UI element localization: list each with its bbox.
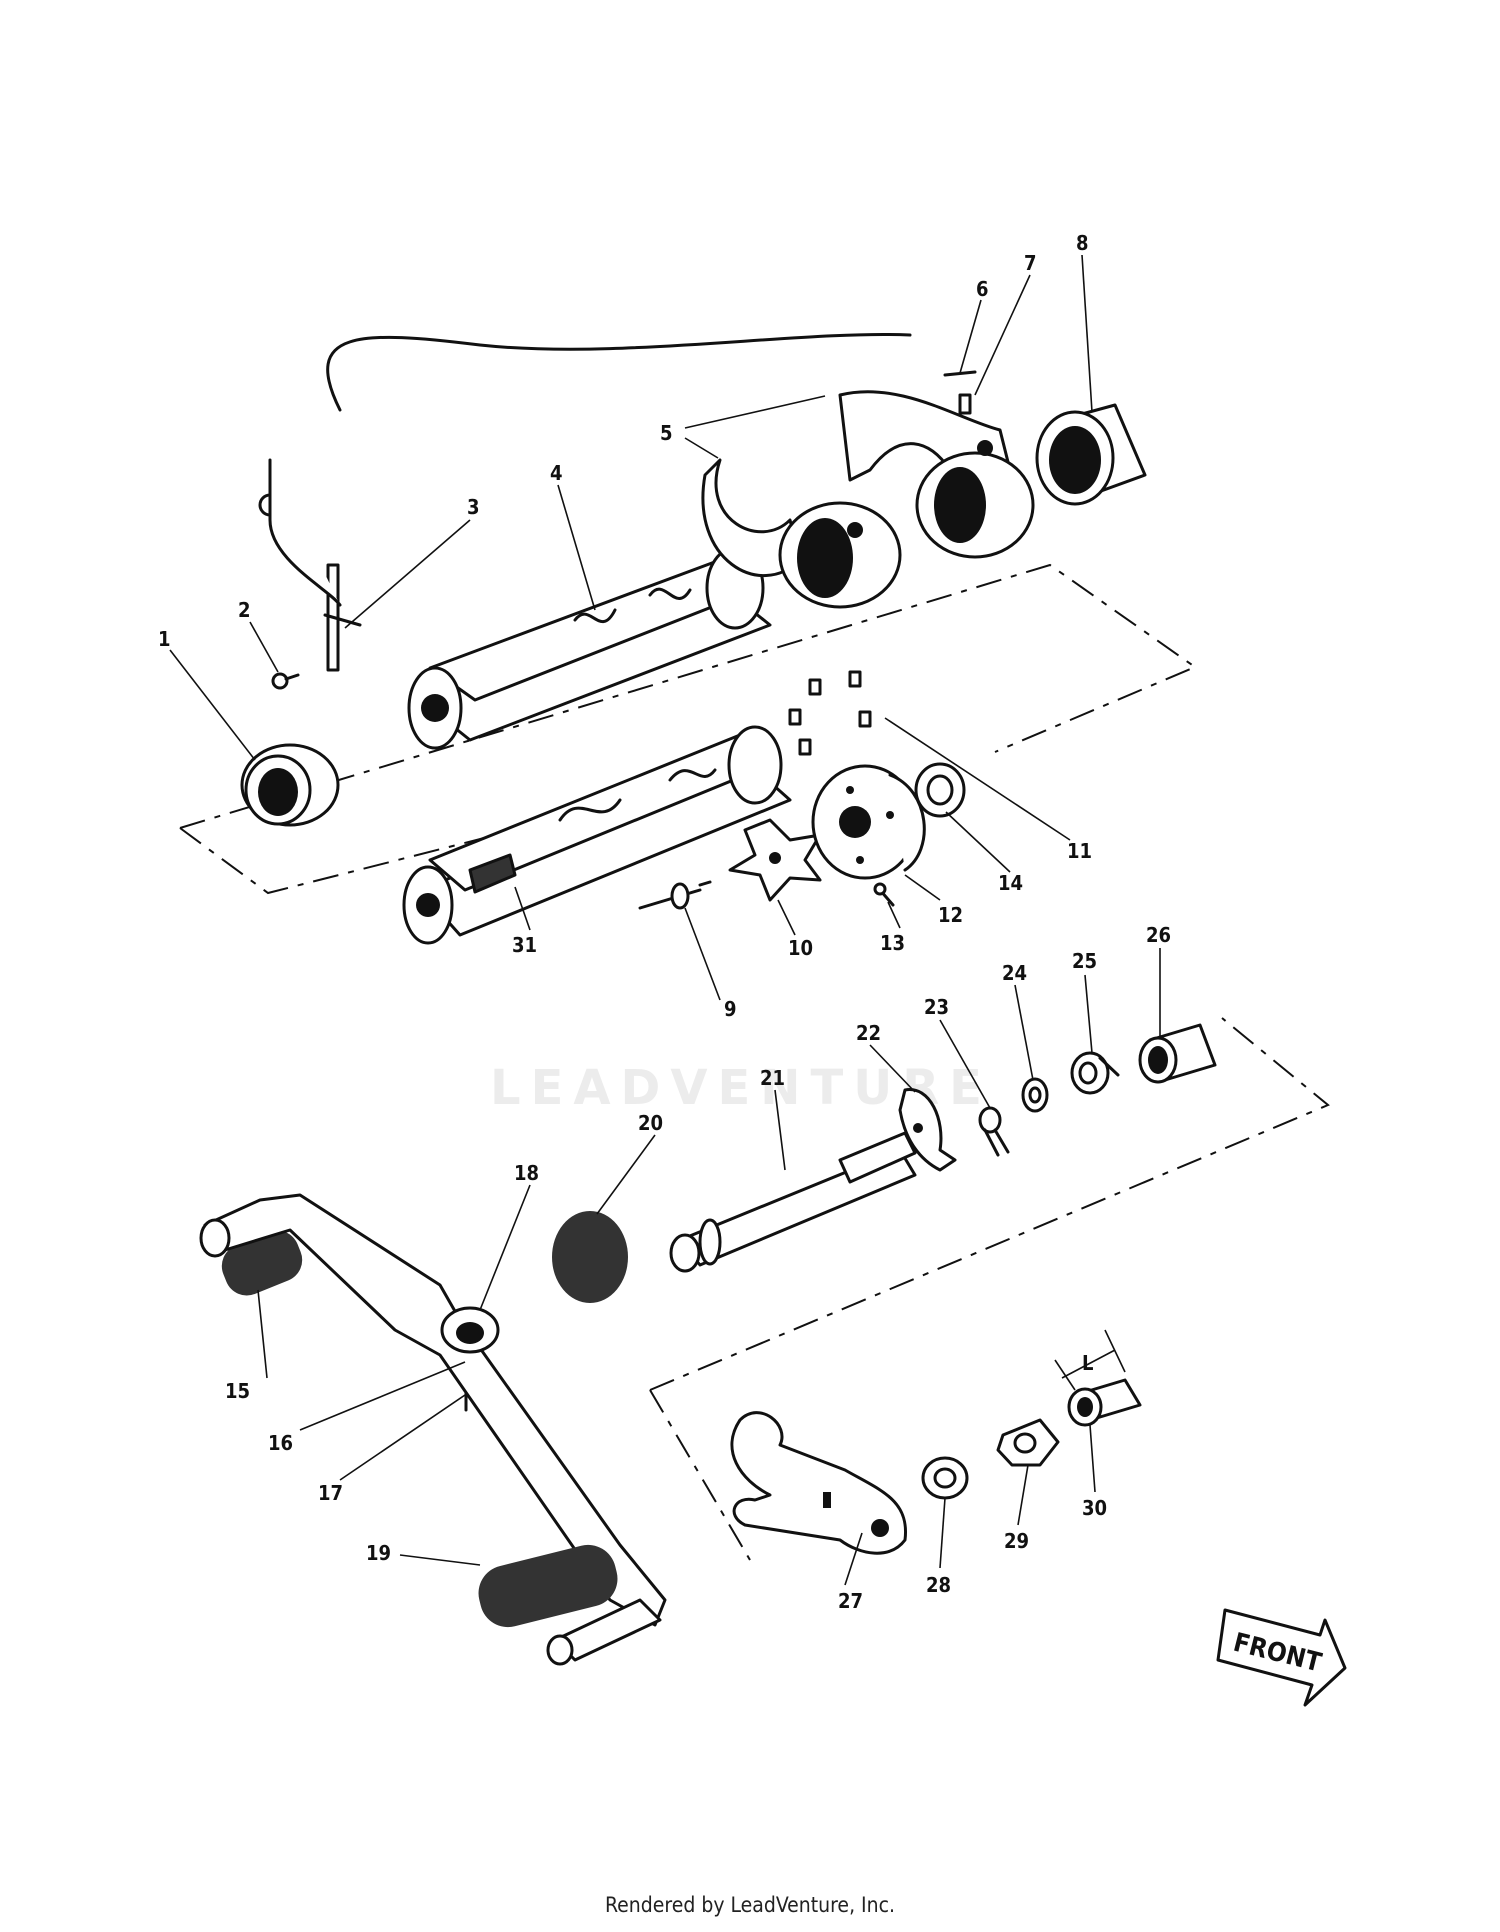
part-6-cotter-pin bbox=[943, 370, 977, 377]
part-19-rubber bbox=[478, 1544, 618, 1628]
part-1-bearing bbox=[240, 743, 340, 827]
callout-26: 26 bbox=[1146, 923, 1171, 947]
part-7-pin bbox=[958, 393, 972, 415]
callout-28: 28 bbox=[926, 1573, 951, 1597]
callout-16: 16 bbox=[268, 1431, 293, 1455]
callout-11: 11 bbox=[1067, 839, 1092, 863]
part-26-bushing bbox=[1138, 1023, 1217, 1084]
part-4-shift-drum bbox=[407, 546, 772, 750]
part-30-collar: L bbox=[1054, 1329, 1142, 1427]
part-12-cam-plate bbox=[811, 764, 926, 880]
part-13-screw bbox=[873, 882, 895, 907]
part-25-spring bbox=[1070, 1051, 1120, 1095]
part-9-pin bbox=[638, 880, 712, 910]
part-27-plate bbox=[730, 1411, 908, 1555]
part-8-bushing bbox=[1035, 403, 1147, 506]
callout-20: 20 bbox=[638, 1111, 663, 1135]
front-arrow: FRONT bbox=[1216, 1608, 1347, 1707]
callout-22: 22 bbox=[856, 1021, 881, 1045]
part-28-washer bbox=[921, 1456, 969, 1500]
dimension-label: L bbox=[1082, 1351, 1093, 1375]
callout-23: 23 bbox=[924, 995, 949, 1019]
assembly-frame-bottom bbox=[649, 1389, 751, 1561]
callout-12: 12 bbox=[938, 903, 963, 927]
part-20-seal bbox=[552, 1211, 628, 1303]
callout-1: 1 bbox=[158, 627, 171, 651]
callout-30: 30 bbox=[1082, 1496, 1107, 1520]
callout-18: 18 bbox=[514, 1161, 539, 1185]
callout-14: 14 bbox=[998, 871, 1023, 895]
part-5-shift-forks bbox=[701, 390, 1035, 609]
callout-17: 17 bbox=[318, 1481, 343, 1505]
callout-27: 27 bbox=[838, 1589, 863, 1613]
part-14-washer bbox=[914, 762, 966, 818]
callout-5: 5 bbox=[660, 421, 673, 445]
part-3-bracket bbox=[258, 332, 912, 672]
part-23-spring-clip bbox=[978, 1106, 1010, 1157]
callout-29: 29 bbox=[1004, 1529, 1029, 1553]
callout-9: 9 bbox=[724, 997, 737, 1021]
assembly-frame-upper-lower-edge bbox=[179, 819, 556, 895]
part-24-washer bbox=[1021, 1077, 1049, 1113]
callout-21: 21 bbox=[760, 1066, 785, 1090]
callout-13: 13 bbox=[880, 931, 905, 955]
callout-24: 24 bbox=[1002, 961, 1027, 985]
assembly-frame-middle bbox=[649, 1017, 1330, 1391]
part-31-shift-drum bbox=[402, 725, 792, 945]
part-21-shift-shaft bbox=[669, 1131, 917, 1273]
callout-15: 15 bbox=[225, 1379, 250, 1403]
callout-7: 7 bbox=[1024, 251, 1037, 275]
part-22-shift-arm bbox=[898, 1088, 957, 1172]
callout-25: 25 bbox=[1072, 949, 1097, 973]
callout-8: 8 bbox=[1076, 231, 1089, 255]
callout-2: 2 bbox=[238, 598, 251, 622]
assembly-frame-upper bbox=[179, 563, 1198, 829]
footer-credit: Rendered by LeadVenture, Inc. bbox=[605, 1893, 895, 1917]
callout-31: 31 bbox=[512, 933, 537, 957]
callout-labels: 1 2 3 4 5 6 7 8 9 10 11 12 13 14 15 16 1… bbox=[158, 231, 1171, 1613]
callout-19: 19 bbox=[366, 1541, 391, 1565]
part-18-shift-lever bbox=[199, 1193, 667, 1666]
part-10-star-cam bbox=[728, 818, 822, 902]
part-2-screw bbox=[271, 672, 300, 690]
part-11-pins bbox=[788, 670, 872, 756]
leader-lines bbox=[169, 254, 1161, 1586]
callout-4: 4 bbox=[550, 461, 563, 485]
callout-10: 10 bbox=[788, 936, 813, 960]
callout-3: 3 bbox=[467, 495, 480, 519]
part-29-nut bbox=[996, 1418, 1060, 1467]
callout-6: 6 bbox=[976, 277, 989, 301]
part-15-rubber bbox=[221, 1230, 303, 1296]
